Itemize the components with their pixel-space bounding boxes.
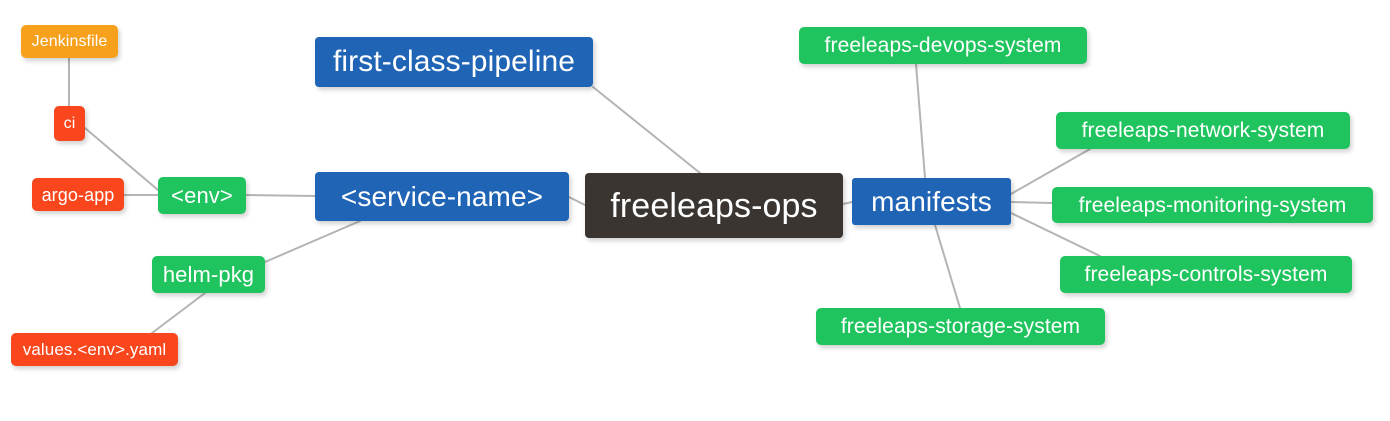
edge-manifests-to-freeleaps-monitoring-system <box>1010 201 1053 204</box>
edge-service-name-to-env <box>245 194 316 197</box>
edge-freeleaps-ops-to-first-class-pipeline <box>592 86 701 174</box>
node-freeleaps-monitoring-system[interactable]: freeleaps-monitoring-system <box>1052 187 1373 223</box>
node-label-manifests: manifests <box>871 185 992 217</box>
node-freeleaps-ops[interactable]: freeleaps-ops <box>585 173 843 238</box>
node-label-jenkinsfile: Jenkinsfile <box>31 32 108 50</box>
edge-helm-pkg-to-values-env-yaml <box>151 292 206 334</box>
edge-manifests-to-freeleaps-controls-system <box>1010 212 1101 257</box>
edge-manifests-to-freeleaps-network-system <box>1010 148 1091 195</box>
node-freeleaps-network-system[interactable]: freeleaps-network-system <box>1056 112 1350 149</box>
node-helm-pkg[interactable]: helm-pkg <box>152 256 265 293</box>
node-ci[interactable]: ci <box>54 106 85 141</box>
node-label-freeleaps-monitoring-system: freeleaps-monitoring-system <box>1078 193 1347 217</box>
node-label-freeleaps-ops: freeleaps-ops <box>610 186 818 225</box>
node-label-env: <env> <box>171 182 233 208</box>
node-label-argo-app: argo-app <box>41 184 115 205</box>
node-label-service-name: <service-name> <box>340 180 544 212</box>
node-first-class-pipeline[interactable]: first-class-pipeline <box>315 37 593 87</box>
node-values-env-yaml[interactable]: values.<env>.yaml <box>11 333 178 366</box>
edge-env-to-ci <box>84 127 159 191</box>
node-jenkinsfile[interactable]: Jenkinsfile <box>21 25 118 58</box>
node-label-helm-pkg: helm-pkg <box>162 261 255 287</box>
node-service-name[interactable]: <service-name> <box>315 172 569 221</box>
edge-freeleaps-ops-to-manifests <box>842 201 853 205</box>
node-argo-app[interactable]: argo-app <box>32 178 124 211</box>
node-freeleaps-controls-system[interactable]: freeleaps-controls-system <box>1060 256 1352 293</box>
node-freeleaps-devops-system[interactable]: freeleaps-devops-system <box>799 27 1087 64</box>
edge-manifests-to-freeleaps-devops-system <box>915 63 926 179</box>
node-label-first-class-pipeline: first-class-pipeline <box>332 45 576 78</box>
node-label-freeleaps-network-system: freeleaps-network-system <box>1081 119 1325 142</box>
node-label-freeleaps-storage-system: freeleaps-storage-system <box>840 315 1081 338</box>
node-env[interactable]: <env> <box>158 177 246 214</box>
node-manifests[interactable]: manifests <box>852 178 1011 225</box>
node-freeleaps-storage-system[interactable]: freeleaps-storage-system <box>816 308 1105 345</box>
edge-manifests-to-freeleaps-storage-system <box>934 224 961 309</box>
edge-freeleaps-ops-to-service-name <box>568 196 586 206</box>
node-label-ci: ci <box>63 114 76 132</box>
node-label-values-env-yaml: values.<env>.yaml <box>22 340 167 359</box>
node-label-freeleaps-devops-system: freeleaps-devops-system <box>824 34 1062 57</box>
node-label-freeleaps-controls-system: freeleaps-controls-system <box>1084 263 1328 286</box>
edge-service-name-to-helm-pkg <box>264 220 361 263</box>
